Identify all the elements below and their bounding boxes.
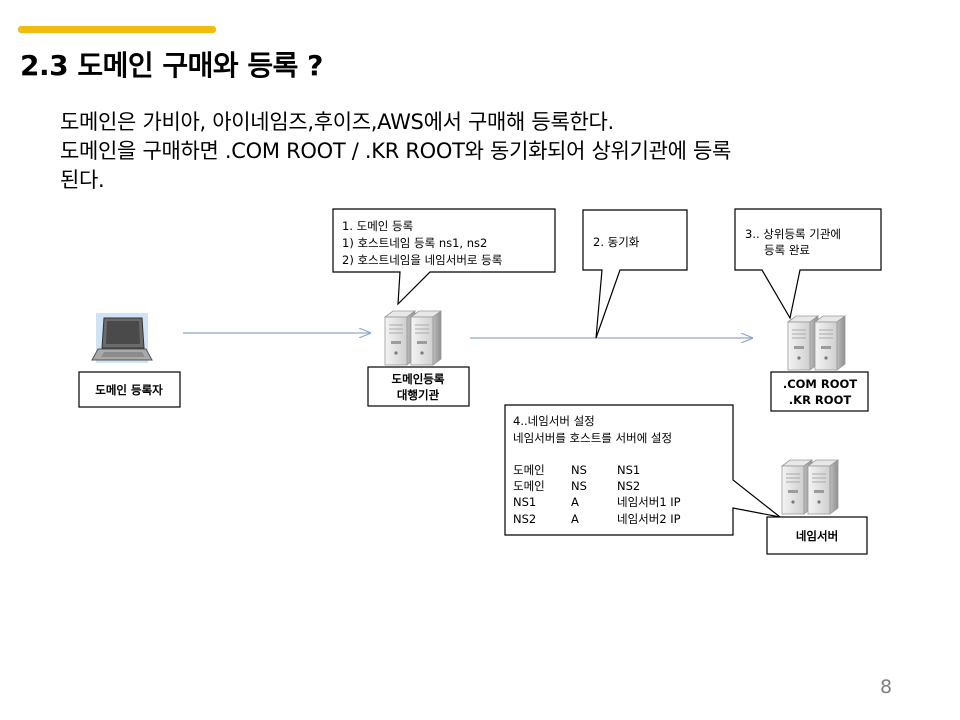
callout-4-line1: 4..네임서버 설정 (513, 414, 595, 428)
record-4-type: A (571, 512, 579, 526)
record-2-type: NS (571, 479, 587, 493)
title-accent-bar (18, 26, 216, 33)
registrant-label: 도메인 등록자 (95, 383, 163, 397)
record-2-value: NS2 (617, 479, 640, 493)
body-line-2: 도메인을 구매하면 .COM ROOT / .KR ROOT와 동기화되어 상위… (60, 139, 732, 163)
registrar-label-line2: 대행기관 (397, 388, 440, 402)
record-3-value: 네임서버1 IP (617, 495, 681, 509)
callout-1-registration (332, 208, 556, 306)
slide-title: 2.3 도메인 구매와 등록 ? (20, 49, 323, 82)
callout-2-sync (582, 209, 688, 339)
record-3-type: A (571, 495, 579, 509)
body-text: 도메인은 가비아, 아이네임즈,후이즈,AWS에서 구매해 등록한다. 도메인을… (60, 108, 900, 195)
root-label-line1: .COM ROOT (783, 377, 857, 391)
callout-1-line3: 2) 호스트네임을 네임서버로 등록 (342, 253, 502, 267)
laptop-icon (91, 313, 153, 363)
page-number: 8 (880, 676, 893, 698)
body-line-1: 도메인은 가비아, 아이네임즈,후이즈,AWS에서 구매해 등록한다. (60, 110, 614, 134)
callout-3-line2: 등록 완료 (764, 243, 810, 257)
callout-2-line1: 2. 동기화 (593, 235, 640, 249)
body-line-3: 된다. (60, 168, 105, 192)
root-server-icon (787, 315, 846, 371)
callout-4-line2: 네임서버를 호스트를 서버에 설정 (513, 431, 672, 445)
callout-4-nameserver-setup (504, 404, 781, 536)
callout-1-line1: 1. 도메인 등록 (342, 219, 413, 233)
record-1-value: NS1 (617, 463, 640, 477)
record-3-name: NS1 (513, 495, 536, 509)
record-4-value: 네임서버2 IP (617, 512, 681, 526)
dns-record-table: 도메인 NS NS1 도메인 NS NS2 NS1 A 네임서버1 IP NS2… (513, 463, 681, 526)
root-box (770, 371, 869, 412)
nameserver-box (766, 516, 868, 555)
registrar-server-icon (384, 310, 442, 366)
callout-3-line1: 3.. 상위등록 기관에 (745, 227, 841, 241)
registrar-label-line1: 도메인등록 (392, 372, 445, 386)
nameserver-server-icon (781, 459, 839, 515)
root-label-line2: .KR ROOT (789, 393, 852, 407)
record-1-name: 도메인 (513, 463, 545, 477)
record-4-name: NS2 (513, 512, 536, 526)
nameserver-label: 네임서버 (796, 529, 838, 543)
record-1-type: NS (571, 463, 587, 477)
callout-1-line2: 1) 호스트네임 등록 ns1, ns2 (342, 236, 487, 250)
registrar-box (367, 366, 470, 407)
callout-3-root-registration (734, 208, 882, 320)
registrant-box (78, 371, 181, 408)
record-2-name: 도메인 (513, 479, 545, 493)
